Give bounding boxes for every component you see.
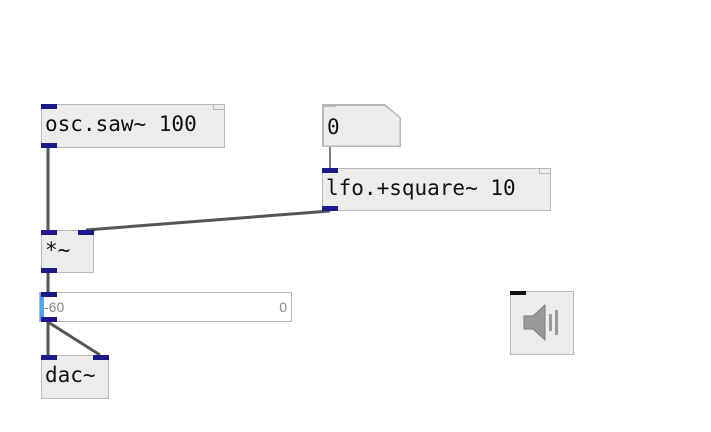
slider-outlet[interactable] (41, 317, 57, 322)
message-box[interactable]: 0 (322, 104, 401, 147)
dac-object[interactable]: dac~ (41, 355, 109, 399)
lfo-square-outlet[interactable] (322, 206, 338, 211)
dac-inlet-right[interactable] (93, 355, 109, 360)
message-inlet[interactable] (322, 104, 336, 107)
osc-saw-outlet[interactable] (41, 143, 57, 148)
multiply-inlet-right[interactable] (78, 230, 94, 235)
dsp-toggle[interactable] (510, 291, 574, 355)
dac-label: dac~ (45, 363, 96, 387)
multiply-inlet-left[interactable] (41, 230, 57, 235)
gain-slider[interactable]: -60 0 (39, 292, 292, 322)
dac-inlet-left[interactable] (41, 355, 57, 360)
speaker-icon (523, 303, 558, 342)
osc-saw-inlet[interactable] (41, 104, 57, 109)
cable-slider-to-dac-right[interactable] (47, 320, 101, 357)
lfo-square-label: lfo.+square~ 10 (326, 176, 516, 200)
message-label: 0 (327, 115, 340, 139)
multiply-object[interactable]: *~ (41, 230, 94, 273)
osc-saw-object[interactable]: osc.saw~ 100 (41, 104, 225, 148)
dsp-toggle-inlet[interactable] (510, 291, 526, 295)
lfo-square-object[interactable]: lfo.+square~ 10 (322, 168, 551, 211)
slider-min-label: -60 (44, 299, 65, 315)
cable-lfo-to-multiply[interactable] (85, 209, 331, 232)
multiply-outlet[interactable] (41, 268, 57, 273)
slider-inlet[interactable] (41, 292, 57, 297)
lfo-square-inlet[interactable] (322, 168, 338, 173)
slider-max-label: 0 (279, 299, 287, 315)
multiply-label: *~ (45, 238, 71, 262)
slider-knob[interactable] (40, 293, 44, 321)
osc-saw-label: osc.saw~ 100 (45, 112, 197, 136)
